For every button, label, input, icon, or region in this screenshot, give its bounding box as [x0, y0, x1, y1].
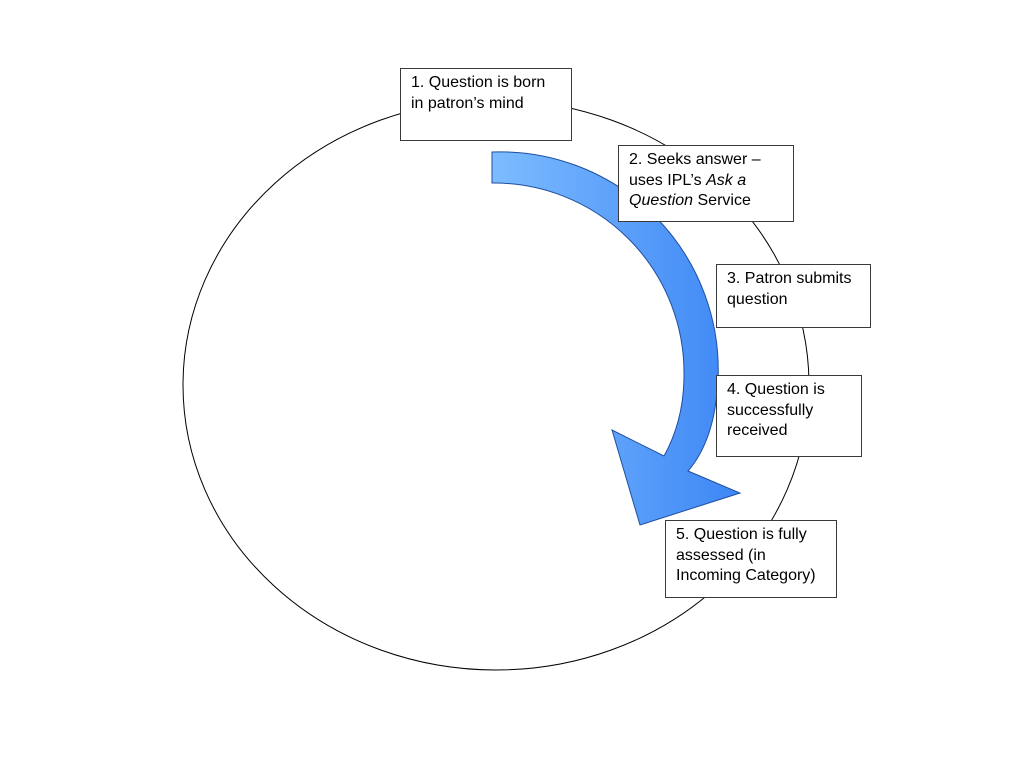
step-2-service-name-part-2: Question: [629, 192, 694, 209]
step-1-box: 1. Question is born in patron’s mind: [400, 68, 572, 141]
step-2-line-2: uses IPL’s Ask a: [629, 171, 783, 192]
step-3-line-2: question: [727, 290, 788, 308]
step-4-box: 4. Question is successfully received: [716, 375, 862, 457]
step-3-box: 3. Patron submits question: [716, 264, 871, 328]
step-4-line-1: 4. Question is: [727, 381, 825, 398]
step-2-line-3: Question Service: [629, 191, 783, 212]
step-4-line-2: successfully: [727, 401, 814, 419]
step-4-line-3: received: [727, 422, 788, 439]
step-5-line-2: assessed (in: [676, 546, 766, 564]
step-1-line-1: 1. Question is born: [411, 74, 546, 91]
step-2-box: 2. Seeks answer – uses IPL’s Ask a Quest…: [618, 145, 794, 222]
step-3-line-1: 3. Patron submits: [727, 270, 852, 287]
step-5-line-3: Incoming Category): [676, 567, 816, 584]
step-2-service-name-part-1: Ask a: [706, 171, 747, 189]
step-5-line-1: 5. Question is fully: [676, 526, 807, 543]
step-2-line-2-prefix: uses IPL’s: [629, 171, 707, 189]
step-2-line-1: 2. Seeks answer –: [629, 151, 761, 168]
step-5-box: 5. Question is fully assessed (in Incomi…: [665, 520, 837, 598]
step-2-line-3-suffix: Service: [693, 192, 751, 209]
step-1-line-2: in patron’s mind: [411, 94, 524, 112]
